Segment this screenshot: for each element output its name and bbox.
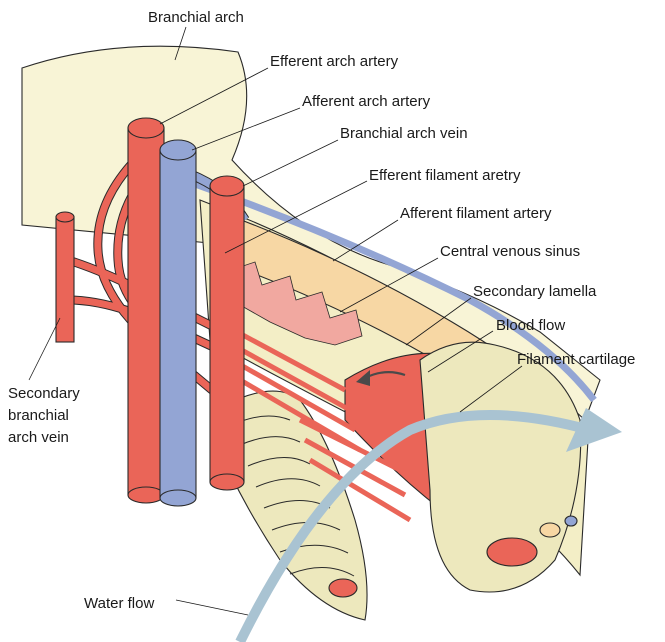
efferent-arch-artery: [128, 128, 164, 495]
afferent-arch-artery-bottom: [210, 474, 244, 490]
front-section-artery: [487, 538, 537, 566]
afferent-arch-artery: [210, 186, 244, 482]
front-section-cartilage: [540, 523, 560, 537]
label-blood-flow: Blood flow: [496, 317, 565, 334]
label-branchial-arch: Branchial arch: [148, 9, 244, 26]
lamella-base-artery: [329, 579, 357, 597]
label-central-venous-sinus: Central venous sinus: [440, 243, 580, 260]
secondary-vein-top: [56, 212, 74, 222]
label-branchial-arch-vein: Branchial arch vein: [340, 125, 468, 142]
label-efferent-arch-artery: Efferent arch artery: [270, 53, 399, 70]
efferent-arch-artery-top: [128, 118, 164, 138]
label-secondary-vein-line3: arch vein: [8, 429, 69, 446]
efferent-arch-artery-bottom: [128, 487, 164, 503]
label-water-flow: Water flow: [84, 595, 154, 612]
label-afferent-filament-artery: Afferent filament artery: [400, 205, 552, 222]
label-efferent-filament-artery: Efferent filament aretry: [369, 167, 521, 184]
label-secondary-vein-line2: branchial: [8, 407, 69, 424]
label-filament-cartilage: Filament cartilage: [517, 351, 635, 368]
front-section-vein: [565, 516, 577, 526]
label-afferent-arch-artery: Afferent arch artery: [302, 93, 431, 110]
secondary-branchial-arch-vein: [56, 217, 74, 342]
afferent-arch-artery-top: [210, 176, 244, 196]
branchial-arch-vein-bottom: [160, 490, 196, 506]
branchial-arch-vein-top: [160, 140, 196, 160]
label-secondary-lamella: Secondary lamella: [473, 283, 597, 300]
branchial-arch-vein-vessel: [160, 150, 196, 498]
label-secondary-vein-line1: Secondary: [8, 385, 80, 402]
